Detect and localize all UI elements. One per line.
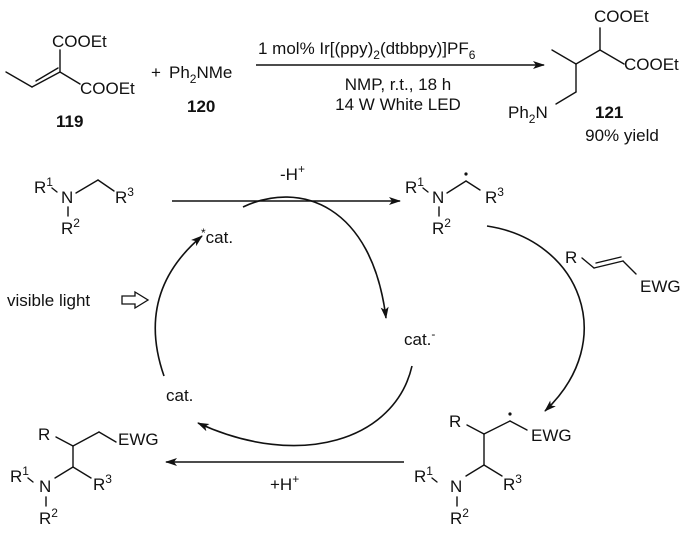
reaction-conditions: 1 mol% Ir[(ppy)2(dtbbpy)]PF6 NMP, r.t., … (256, 39, 545, 114)
adduct-radical: R EWG R3 R1 N R2 (414, 412, 572, 528)
michael-acceptor-alkene: R EWG (565, 248, 681, 296)
r2-label: R2 (61, 216, 80, 238)
protonation-label: +H+ (270, 472, 299, 494)
compound-label-120: 120 (187, 97, 215, 116)
catalyst-text: 1 mol% Ir[(ppy)2(dtbbpy)]PF6 (258, 39, 476, 62)
conditions-line-2: NMP, r.t., 18 h (345, 75, 451, 94)
ewg-label: EWG (118, 430, 159, 449)
diphenylamino-group: Ph2N (508, 103, 548, 126)
r3-label: R3 (485, 185, 504, 207)
conditions-line-3: 14 W White LED (335, 95, 461, 114)
compound-label-119: 119 (56, 112, 83, 131)
r1-label: R1 (34, 175, 53, 197)
product-121: COOEt COOEt Ph2N 121 90% yield (508, 7, 679, 145)
reduced-catalyst: cat.- (404, 327, 435, 349)
hollow-arrow-icon (121, 290, 150, 310)
ground-state-catalyst: cat. (166, 386, 193, 405)
cycle-arrow-reductive-quench (242, 196, 389, 319)
alkene-r-label: R (565, 248, 577, 267)
compound-label-121: 121 (595, 103, 623, 122)
nitrogen-label: N (61, 188, 73, 207)
r3-label: R3 (503, 472, 522, 494)
visible-light-label: visible light (7, 291, 90, 310)
catalytic-cycle: *cat. cat.- cat. visible light (7, 196, 435, 447)
ewg-label: EWG (531, 426, 572, 445)
r3-label: R3 (93, 472, 112, 494)
ester-group-right: COOEt (624, 55, 679, 74)
nitrogen-label: N (39, 477, 51, 496)
cycle-arrow-oxidation (197, 365, 413, 447)
reagent-formula: Ph2NMe (169, 63, 232, 86)
excited-catalyst: *cat. (201, 226, 233, 247)
radical-dot (464, 172, 468, 176)
alpha-amino-radical: R1 N R3 R2 (405, 172, 504, 238)
cycle-arrow-excitation (154, 235, 203, 377)
nitrogen-label: N (450, 477, 462, 496)
reactant-120: + Ph2NMe 120 (151, 63, 232, 116)
r-label: R (38, 425, 50, 444)
ester-group-bottom: COOEt (80, 79, 135, 98)
reactant-119: COOEt COOEt 119 (5, 32, 135, 131)
plus-sign: + (151, 63, 161, 82)
nitrogen-label: N (432, 188, 444, 207)
amine-substrate: R1 N R3 R2 (34, 175, 134, 238)
radical-addition-arrow (486, 225, 585, 412)
r1-label: R1 (414, 464, 433, 486)
ewg-label: EWG (640, 277, 681, 296)
r3-label: R3 (115, 185, 134, 207)
r1-label: R1 (405, 175, 424, 197)
r-label: R (449, 412, 461, 431)
r1-label: R1 (10, 464, 29, 486)
ester-group-top: COOEt (594, 7, 649, 26)
r2-label: R2 (432, 216, 451, 238)
final-product: R EWG R3 R1 N R2 (10, 425, 159, 528)
deprotonation-label: -H+ (280, 162, 305, 184)
r2-label: R2 (39, 506, 58, 528)
radical-dot (508, 412, 512, 416)
r2-label: R2 (450, 506, 469, 528)
yield-text: 90% yield (585, 126, 659, 145)
ester-group-top: COOEt (52, 32, 107, 51)
